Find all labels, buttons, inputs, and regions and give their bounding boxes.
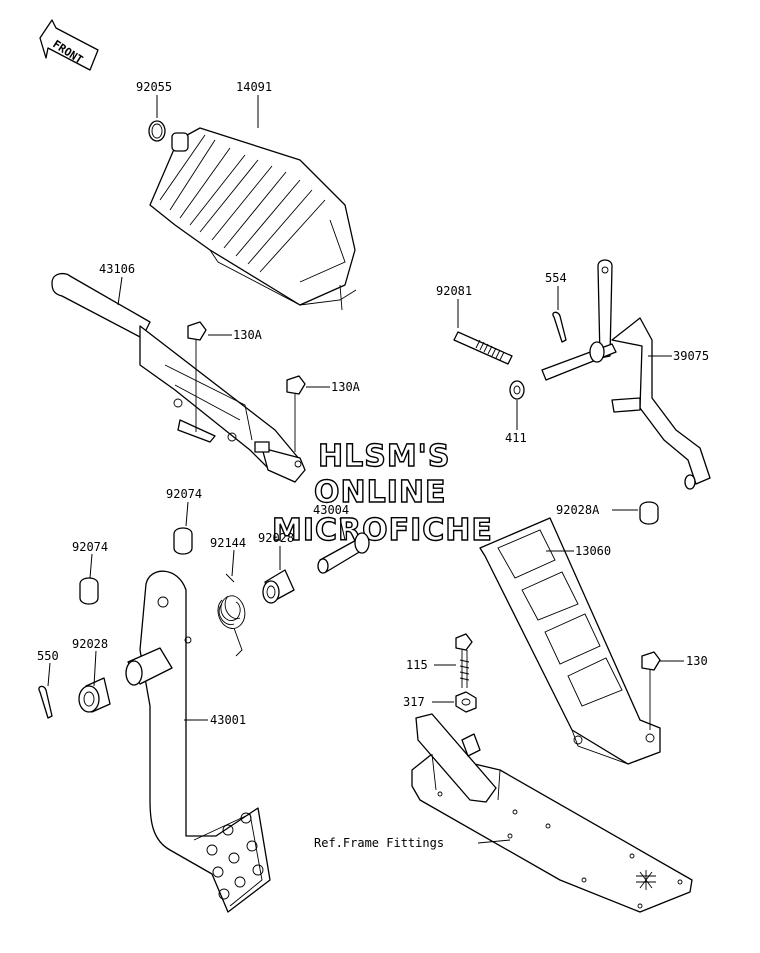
part-43106-parking-brake-lever	[51, 272, 306, 483]
label-130A-lower: 130A	[331, 380, 361, 394]
label-317: 317	[403, 695, 425, 709]
part-92081-spring-pin	[453, 331, 513, 365]
watermark-line-2: ONLINE	[314, 475, 447, 510]
part-554-cotter-pin	[552, 311, 567, 343]
label-43106: 43106	[99, 262, 135, 276]
watermark-line-3: MICROFICHE	[272, 513, 493, 548]
part-14091-boot	[149, 127, 357, 311]
label-130: 130	[686, 654, 708, 668]
watermark-line-1: HLSM'S	[318, 439, 450, 474]
part-92028-bushing-upper	[262, 569, 295, 604]
part-92144-spring	[217, 573, 246, 657]
part-411-washer	[509, 380, 525, 400]
label-43004: 43004	[313, 503, 349, 517]
part-92028A-bushing	[639, 501, 659, 525]
label-550: 550	[37, 649, 59, 663]
part-43004-pin	[317, 532, 370, 574]
label-92074-lower: 92074	[72, 540, 108, 554]
watermark: HLSM'S ONLINE MICROFICHE	[271, 438, 493, 548]
label-115: 115	[406, 658, 428, 672]
part-130A-bolt-lower	[286, 375, 306, 452]
label-ref-frame-fittings: Ref.Frame Fittings	[314, 836, 444, 850]
label-92028-lower: 92028	[72, 637, 108, 651]
label-43001: 43001	[210, 713, 246, 727]
part-13060-pedal	[479, 517, 661, 765]
part-39075-rod	[541, 259, 711, 490]
label-92028-upper: 92028	[258, 531, 294, 545]
label-39075: 39075	[673, 349, 709, 363]
label-13060: 13060	[575, 544, 611, 558]
label-92081: 92081	[436, 284, 472, 298]
label-554: 554	[545, 271, 567, 285]
part-43001-brake-pedal	[125, 570, 271, 913]
label-130A-upper: 130A	[233, 328, 263, 342]
pedal-pad-holes	[206, 812, 264, 900]
part-92055-o-ring	[148, 120, 166, 142]
label-92074-upper: 92074	[166, 487, 202, 501]
label-92028A: 92028A	[556, 503, 600, 517]
label-92144: 92144	[210, 536, 246, 550]
part-92074-bushing-upper	[173, 527, 193, 555]
part-317-nut	[455, 691, 477, 713]
label-411: 411	[505, 431, 527, 445]
label-14091: 14091	[236, 80, 272, 94]
front-direction-badge: FRONT	[39, 19, 99, 71]
part-130A-bolt-upper	[187, 321, 207, 432]
label-92055: 92055	[136, 80, 172, 94]
part-550-cotter-pin	[38, 685, 53, 719]
part-92028-bushing-lower	[78, 677, 111, 713]
part-115-bolt	[455, 633, 473, 688]
frame-fittings-bracket	[411, 713, 693, 913]
part-92074-bushing-lower	[79, 577, 99, 605]
part-130-bolt	[641, 651, 661, 730]
